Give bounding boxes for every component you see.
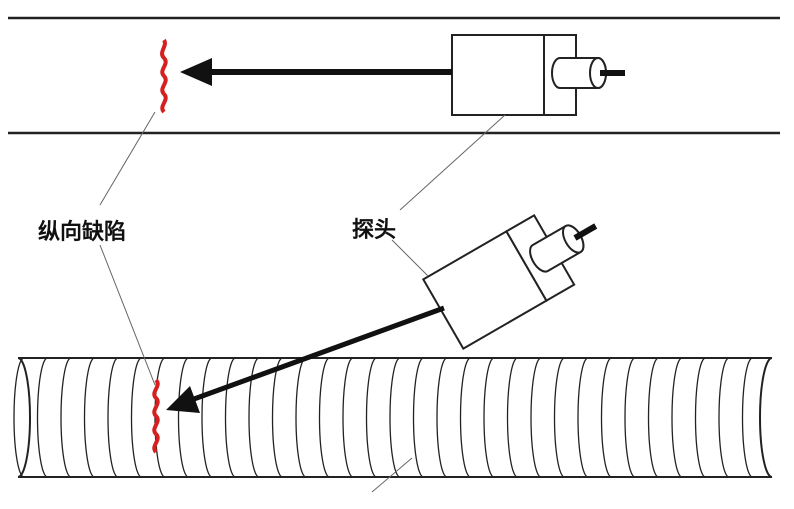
pipe-ring — [271, 357, 283, 478]
leader-lines — [99, 111, 506, 493]
pipe-ring — [741, 357, 753, 478]
leader-probe-angled — [391, 239, 429, 277]
leader-probe-top — [399, 114, 506, 211]
leader-defect-top — [99, 111, 156, 206]
pipe-ring — [365, 357, 377, 478]
pipe-ring — [553, 357, 565, 478]
pipe-ring — [694, 357, 706, 478]
pipe-ring — [718, 357, 730, 478]
corrugated-pipe — [13, 357, 773, 478]
pipe-ring — [36, 357, 48, 478]
pipe-ring — [530, 357, 542, 478]
leader-pipe — [371, 457, 413, 493]
pipe-ring — [83, 357, 95, 478]
beam-arrowhead — [180, 58, 212, 86]
pipe-defect-crack — [152, 378, 160, 454]
pipe-ring — [671, 357, 683, 478]
top-probe — [451, 34, 625, 116]
pipe-ring — [295, 357, 307, 478]
pipe-ring — [577, 357, 589, 478]
pipe-ring — [459, 357, 471, 478]
angled-probe — [421, 213, 598, 351]
pipe-ring — [389, 357, 401, 478]
beam-line — [193, 305, 445, 402]
angled-beam-arrow — [166, 305, 445, 413]
top-beam-arrow — [180, 58, 452, 86]
pipe-ring — [130, 357, 142, 478]
beam-arrowhead — [166, 386, 200, 413]
defect-label: 纵向缺陷 — [38, 220, 127, 245]
pipe-ring — [342, 357, 354, 478]
probe-cable — [573, 223, 598, 241]
leader-defect-pipe — [99, 244, 156, 386]
pipe-ring — [60, 357, 72, 478]
probe-body — [451, 34, 545, 116]
probe-label: 探头 — [352, 218, 397, 243]
pipe-ring — [224, 357, 236, 478]
pipe-ring — [483, 357, 495, 478]
top-plate — [8, 16, 780, 135]
pipe-ring — [624, 357, 636, 478]
pipe-end-cap — [17, 357, 31, 478]
pipe-ring — [201, 357, 213, 478]
top-defect-crack — [160, 38, 168, 114]
pipe-ring — [600, 357, 612, 478]
pipe-end-cap — [759, 357, 773, 478]
pipe-ring — [13, 357, 25, 478]
pipe-ring — [248, 357, 260, 478]
pipe-ring — [318, 357, 330, 478]
pipe-ring — [177, 357, 189, 478]
pipe-ring — [506, 357, 518, 478]
pipe-ring — [436, 357, 448, 478]
pipe-ring — [412, 357, 424, 478]
pipe-ring — [107, 357, 119, 478]
pipe-ring — [647, 357, 659, 478]
